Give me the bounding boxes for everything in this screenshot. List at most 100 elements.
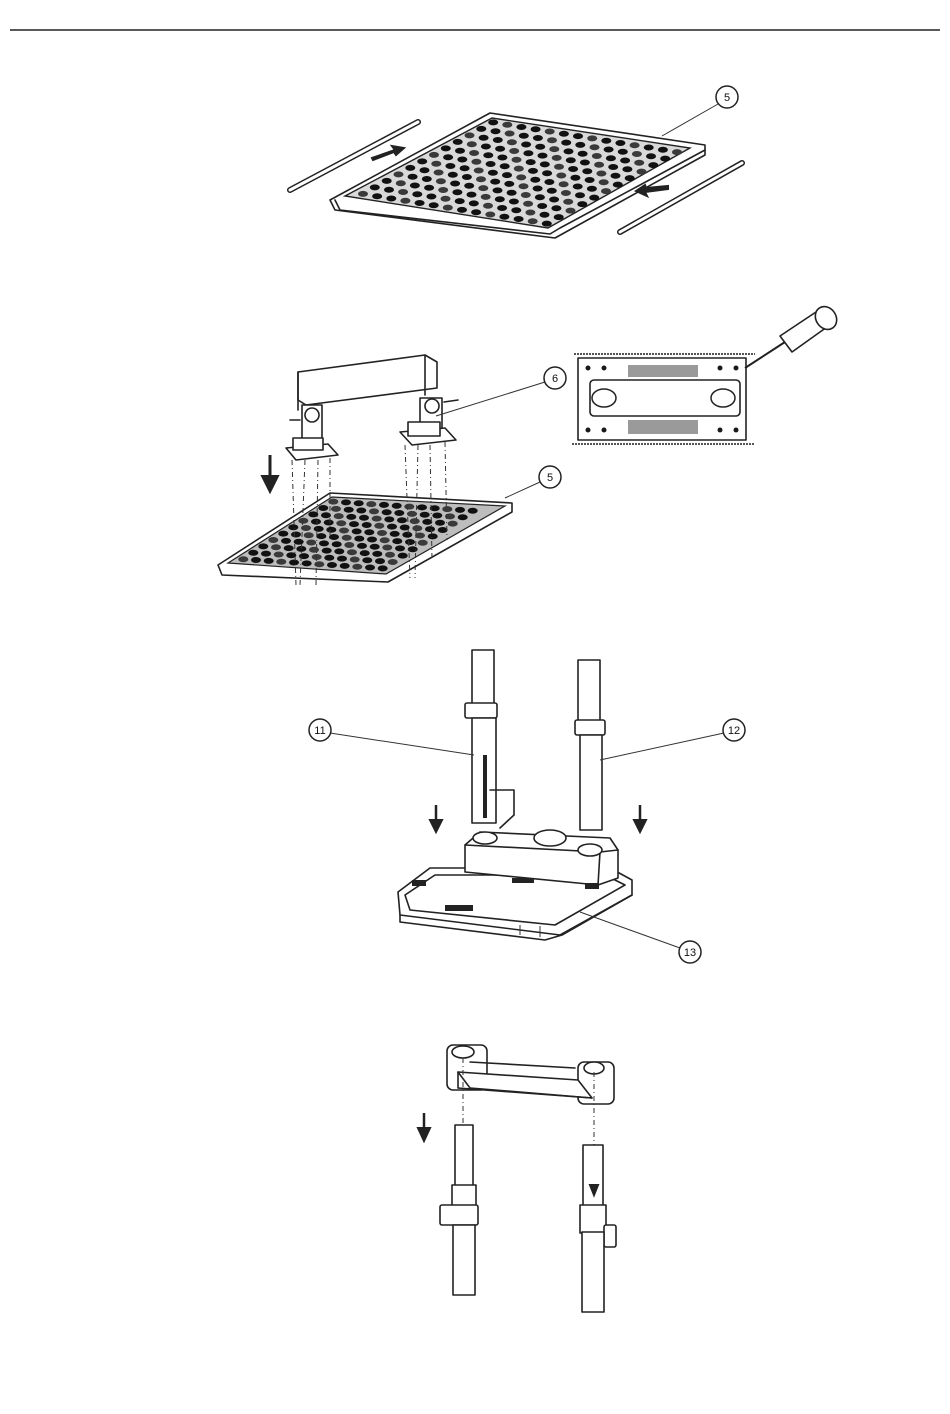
perforation-hole	[324, 555, 334, 561]
perforation-hole	[384, 187, 394, 193]
perforation-hole	[238, 556, 248, 562]
perforation-hole	[429, 202, 439, 208]
perforation-hole	[422, 519, 432, 525]
perforation-hole	[469, 200, 479, 206]
perforation-hole	[455, 507, 465, 513]
detail-screw-plate	[572, 354, 755, 444]
perforation-hole	[392, 503, 402, 509]
perforation-hole	[339, 528, 349, 534]
perforation-hole	[404, 504, 414, 510]
perforation-hole	[268, 537, 278, 543]
perforation-hole	[258, 543, 268, 549]
perforation-hole	[402, 532, 412, 538]
perforation-hole	[497, 155, 507, 161]
perforation-hole	[354, 500, 364, 506]
perforation-hole	[281, 538, 291, 544]
step-2-bracket-mounting: 6 5	[218, 302, 841, 585]
tube-right-lower	[582, 1232, 604, 1312]
perforation-hole	[544, 179, 554, 185]
perforation-hole	[306, 540, 316, 546]
perforation-hole	[436, 178, 446, 184]
perforation-hole	[483, 203, 493, 209]
perforation-hole	[514, 166, 524, 172]
perforation-hole	[577, 201, 587, 207]
callout-12: 12	[723, 719, 745, 741]
perforation-hole	[378, 565, 388, 571]
perforation-hole	[420, 512, 430, 518]
perforation-hole	[369, 508, 379, 514]
perforation-hole	[507, 139, 517, 145]
perforation-hole	[428, 533, 438, 539]
perforation-hole	[512, 157, 522, 163]
perforation-hole	[476, 126, 486, 132]
perforation-hole	[426, 194, 436, 200]
perforation-hole	[613, 182, 623, 188]
screwdriver-icon	[745, 302, 841, 368]
perforation-hole	[585, 177, 595, 183]
perforation-hole	[415, 200, 425, 206]
perforation-hole	[535, 194, 545, 200]
perforation-hole	[592, 153, 602, 159]
tube-right-upper	[583, 1145, 603, 1210]
perforation-hole	[341, 499, 351, 505]
perforation-hole	[278, 531, 288, 537]
perforation-hole	[646, 153, 656, 159]
step-4-handle-bar	[418, 1045, 616, 1312]
perforation-hole	[344, 542, 354, 548]
tube-left-lower	[453, 1225, 475, 1295]
perforation-hole	[566, 157, 576, 163]
perforation-hole	[334, 513, 344, 519]
perforation-hole	[364, 529, 374, 535]
perforation-hole	[554, 214, 564, 220]
perforation-hole	[531, 126, 541, 132]
perforation-hole	[502, 122, 512, 128]
perforation-hole	[438, 187, 448, 193]
perforation-hole	[575, 142, 585, 148]
perforation-hole	[318, 505, 328, 511]
perforation-hole	[519, 133, 529, 139]
svg-text:11: 11	[314, 725, 325, 737]
perforation-hole	[349, 521, 359, 527]
insert-arrow-right-icon	[636, 185, 668, 196]
perforation-hole	[420, 167, 430, 173]
perforation-hole	[580, 160, 590, 166]
perforation-hole	[382, 509, 392, 515]
perforation-hole	[467, 141, 477, 147]
perforation-hole	[354, 536, 364, 542]
perforation-hole	[559, 181, 569, 187]
perforation-hole	[408, 174, 418, 180]
perforation-hole	[540, 161, 550, 167]
perforation-hole	[442, 506, 452, 512]
perforation-hole	[443, 205, 453, 211]
perforation-hole	[336, 520, 346, 526]
perforation-hole	[375, 558, 385, 564]
perforation-hole	[563, 199, 573, 205]
svg-text:5: 5	[547, 472, 553, 484]
handle-bar	[447, 1045, 614, 1104]
perforation-hole	[441, 145, 451, 151]
perforation-hole	[542, 170, 552, 176]
perforation-hole	[394, 510, 404, 516]
perforation-hole	[460, 165, 470, 171]
perforation-hole	[533, 186, 543, 192]
perforation-hole	[424, 185, 434, 191]
bracket-clamp-left	[286, 405, 338, 460]
perforation-hole	[362, 557, 372, 563]
perforation-hole	[251, 557, 261, 563]
perforation-hole	[429, 152, 439, 158]
perforation-hole	[425, 526, 435, 532]
perforation-hole	[464, 183, 474, 189]
perforation-hole	[358, 191, 368, 197]
perforation-hole	[493, 187, 503, 193]
perforation-hole	[410, 183, 420, 189]
callout-11: 11	[309, 719, 331, 741]
tube-left-upper	[455, 1125, 473, 1190]
perforation-hole	[458, 514, 468, 520]
step-3-tubes-into-base: 11 12 13	[309, 650, 745, 963]
perforation-hole	[462, 174, 472, 180]
upper-tube-right	[578, 660, 600, 725]
down-arrow-icon	[418, 1113, 430, 1141]
perforation-hole	[412, 525, 422, 531]
step-1-plate-and-rods: 5	[290, 86, 742, 238]
